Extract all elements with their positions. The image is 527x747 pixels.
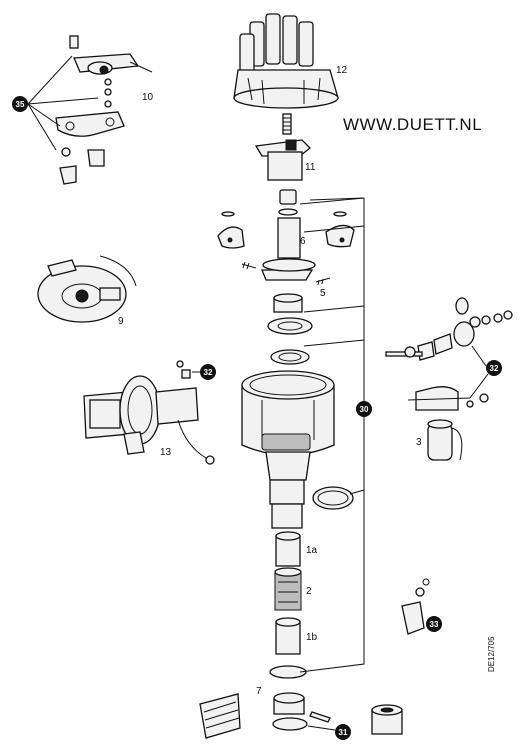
vacuum-unit — [83, 375, 215, 465]
badge-32-right: 32 — [469, 345, 502, 399]
label-6: 6 — [300, 236, 306, 247]
badge-30: 30 — [356, 401, 372, 417]
distributor-cap — [233, 13, 339, 109]
clamp-bracket — [407, 386, 489, 411]
breaker-plate — [37, 255, 137, 323]
contact-breaker — [55, 35, 153, 185]
rotor-arm — [254, 113, 311, 181]
clamp-bolt-assembly — [385, 297, 513, 361]
rotor-cap-3 — [427, 419, 463, 461]
centrifugal-advance — [217, 189, 355, 286]
distributor-housing — [241, 370, 335, 529]
svg-text:32: 32 — [204, 368, 213, 377]
drive-collar — [272, 692, 331, 731]
badge-35: 35 — [12, 96, 28, 112]
label-10: 10 — [142, 92, 154, 103]
website-text: WWW.DUETT.NL — [343, 115, 482, 134]
bracket-30 — [299, 197, 365, 673]
drawing-code: DE12/705 — [487, 636, 496, 672]
leader-35 — [27, 55, 99, 151]
washer-stack — [267, 293, 313, 365]
svg-text:35: 35 — [16, 100, 25, 109]
body-o-ring — [312, 486, 354, 510]
label-1a: 1a — [306, 545, 318, 556]
svg-text:30: 30 — [360, 405, 369, 414]
label-5: 5 — [320, 288, 326, 299]
badge-32-left: 32 — [200, 364, 216, 380]
svg-text:33: 33 — [430, 620, 439, 629]
shaft-bushing-1a — [275, 531, 301, 567]
drive-gear — [199, 693, 241, 739]
loose-collar — [371, 704, 403, 735]
svg-text:31: 31 — [339, 728, 348, 737]
label-11: 11 — [305, 162, 316, 173]
svg-text:32: 32 — [490, 364, 499, 373]
clip-33-part — [401, 578, 430, 635]
oil-felt-2 — [274, 567, 302, 611]
label-12: 12 — [336, 65, 348, 76]
badge-33: 33 — [426, 616, 442, 632]
label-2: 2 — [306, 586, 312, 597]
shaft-bushing-1b — [275, 617, 301, 655]
label-1b: 1b — [306, 632, 318, 643]
label-9: 9 — [118, 316, 124, 327]
screw-small — [176, 360, 202, 379]
lower-washer — [269, 665, 307, 679]
label-13: 13 — [160, 447, 172, 458]
label-7: 7 — [256, 686, 262, 697]
label-3: 3 — [416, 437, 422, 448]
badge-31: 31 — [307, 724, 351, 740]
